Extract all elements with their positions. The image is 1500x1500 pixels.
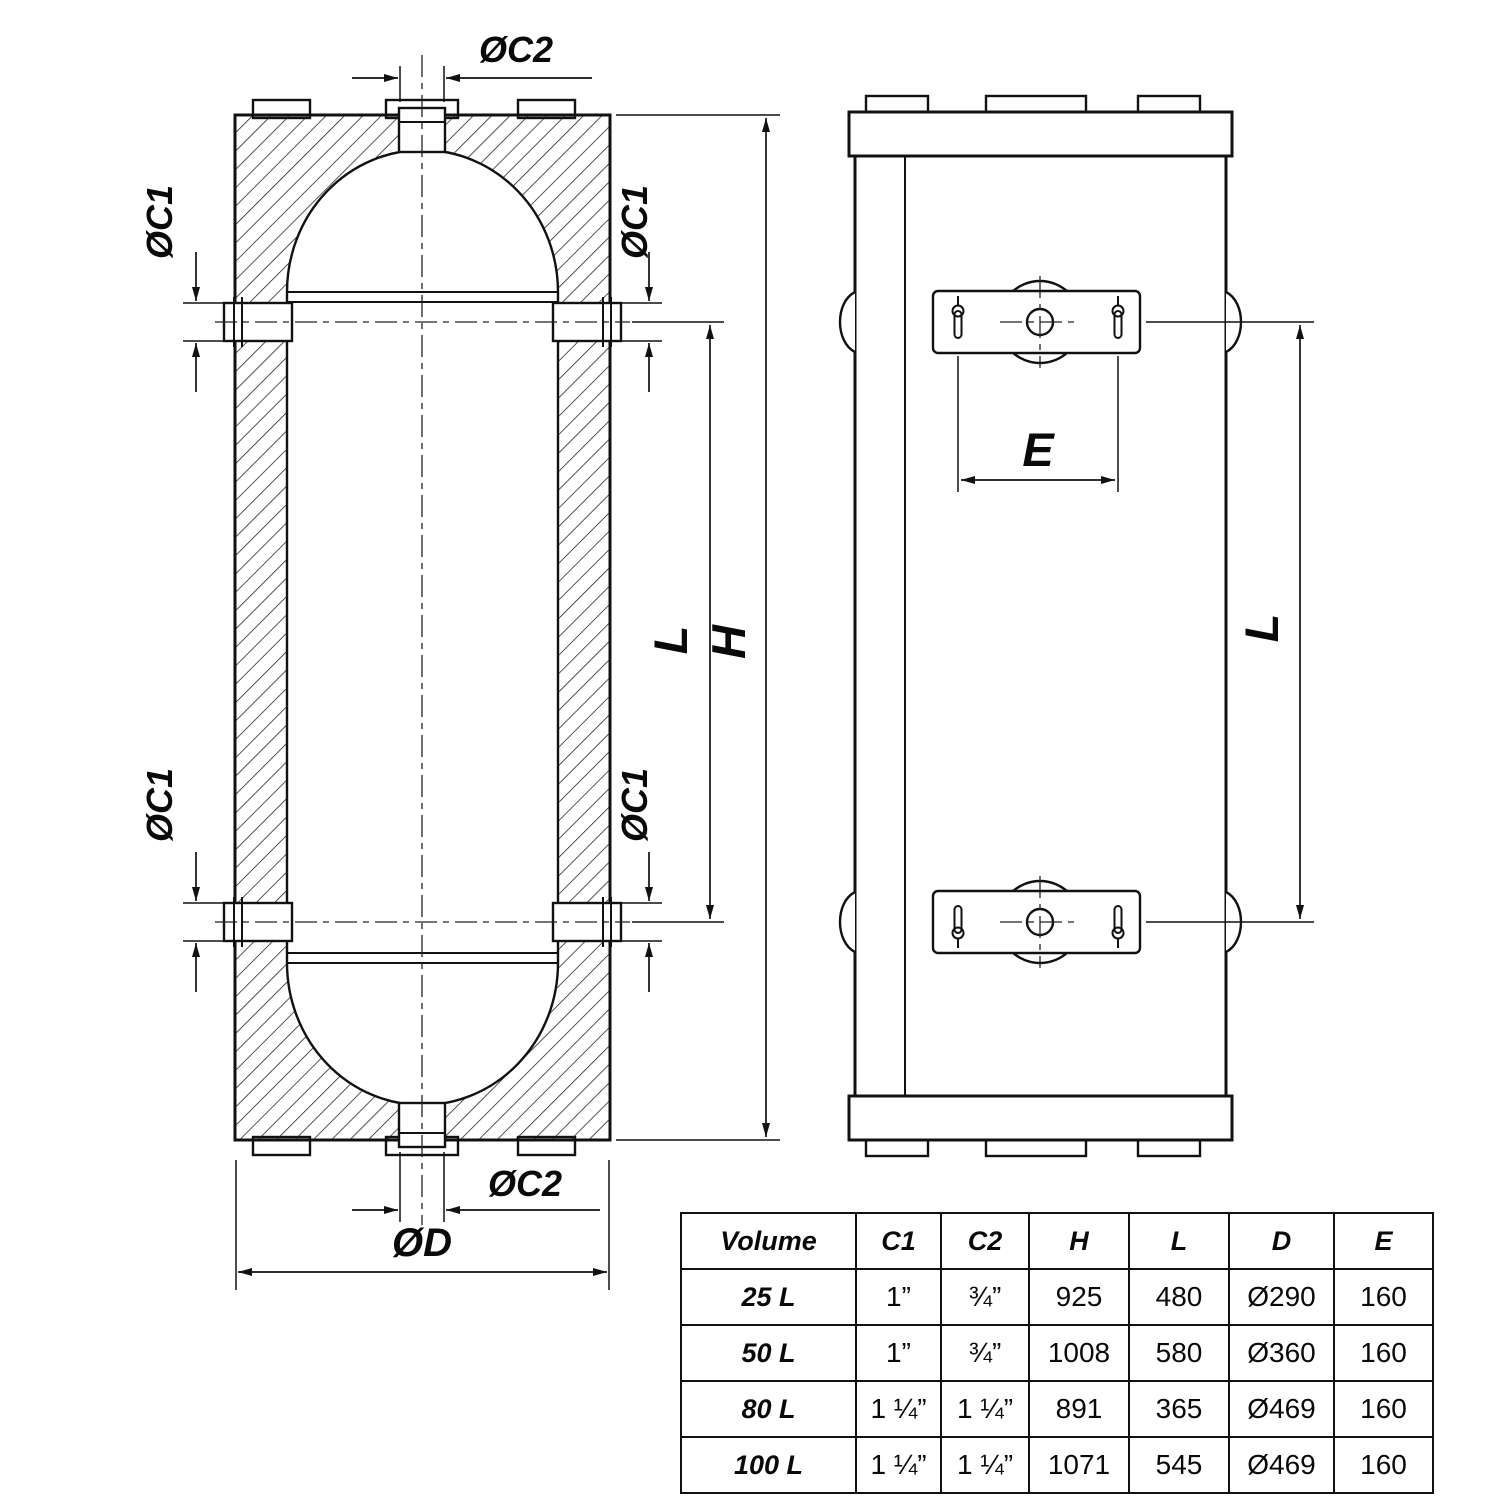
cell-c1: 1 ¼” bbox=[855, 1436, 942, 1494]
cell-d: Ø469 bbox=[1228, 1436, 1335, 1494]
cell-c2: ¾” bbox=[940, 1324, 1030, 1382]
label-c1-lower-right: ØC1 bbox=[614, 768, 655, 842]
dimension-c1-lower-right: ØC1 bbox=[614, 768, 662, 992]
upper-mounting-bracket bbox=[931, 276, 1142, 368]
dimension-h: H bbox=[616, 114, 780, 1141]
table-row: 50 L 1” ¾” 1008 580 Ø360 160 bbox=[680, 1324, 1434, 1382]
label-c2-top: ØC2 bbox=[479, 29, 553, 70]
table-row: 100 L 1 ¼” 1 ¼” 1071 545 Ø469 160 bbox=[680, 1436, 1434, 1494]
dimension-c1-upper-left: ØC1 bbox=[139, 185, 230, 392]
label-l-left: L bbox=[644, 626, 697, 655]
label-h: H bbox=[702, 624, 755, 659]
dimension-l-right-view: L bbox=[1146, 321, 1314, 923]
right-side-view bbox=[838, 94, 1243, 1158]
cell-d: Ø469 bbox=[1228, 1380, 1335, 1438]
cell-d: Ø360 bbox=[1228, 1324, 1335, 1382]
col-header-d: D bbox=[1228, 1212, 1335, 1270]
cell-h: 1071 bbox=[1028, 1436, 1130, 1494]
table-row: 80 L 1 ¼” 1 ¼” 891 365 Ø469 160 bbox=[680, 1380, 1434, 1438]
cell-l: 365 bbox=[1128, 1380, 1230, 1438]
cell-h: 891 bbox=[1028, 1380, 1130, 1438]
cell-volume: 50 L bbox=[680, 1324, 857, 1382]
left-section-view bbox=[215, 55, 630, 1225]
side-port-bump bbox=[838, 890, 856, 954]
col-header-volume: Volume bbox=[680, 1212, 857, 1270]
label-l-right: L bbox=[1235, 614, 1288, 643]
col-header-e: E bbox=[1333, 1212, 1434, 1270]
col-header-c2: C2 bbox=[940, 1212, 1030, 1270]
label-c1-upper-right: ØC1 bbox=[614, 185, 655, 259]
cell-c1: 1” bbox=[855, 1268, 942, 1326]
dimension-c2-top: ØC2 bbox=[352, 29, 592, 102]
cell-h: 1008 bbox=[1028, 1324, 1130, 1382]
label-c1-lower-left: ØC1 bbox=[139, 768, 180, 842]
cell-c2: ¾” bbox=[940, 1268, 1030, 1326]
cell-volume: 100 L bbox=[680, 1436, 857, 1494]
cell-volume: 80 L bbox=[680, 1380, 857, 1438]
label-d: ØD bbox=[392, 1221, 452, 1265]
cell-e: 160 bbox=[1333, 1268, 1434, 1326]
cell-l: 480 bbox=[1128, 1268, 1230, 1326]
cell-c2: 1 ¼” bbox=[940, 1380, 1030, 1438]
dimension-c2-bottom: ØC2 bbox=[352, 1152, 600, 1222]
side-port-bump bbox=[838, 290, 856, 354]
cell-e: 160 bbox=[1333, 1436, 1434, 1494]
bottom-cap bbox=[847, 1094, 1234, 1142]
col-header-h: H bbox=[1028, 1212, 1130, 1270]
dimension-e: E bbox=[957, 356, 1119, 492]
cell-c1: 1 ¼” bbox=[855, 1380, 942, 1438]
top-cap bbox=[847, 110, 1234, 158]
col-header-c1: C1 bbox=[855, 1212, 942, 1270]
cell-h: 925 bbox=[1028, 1268, 1130, 1326]
dimension-d: ØD bbox=[235, 1160, 610, 1290]
dimension-l-left-view: L bbox=[632, 321, 724, 923]
cell-c2: 1 ¼” bbox=[940, 1436, 1030, 1494]
dimension-c1-lower-left: ØC1 bbox=[139, 768, 230, 992]
cell-volume: 25 L bbox=[680, 1268, 857, 1326]
cell-d: Ø290 bbox=[1228, 1268, 1335, 1326]
cell-e: 160 bbox=[1333, 1380, 1434, 1438]
cell-l: 580 bbox=[1128, 1324, 1230, 1382]
tank-body bbox=[853, 110, 1228, 1142]
dimension-table: Volume C1 C2 H L D E 25 L 1” ¾” 925 480 … bbox=[680, 1212, 1434, 1494]
label-c2-bottom: ØC2 bbox=[488, 1163, 562, 1204]
label-e: E bbox=[1022, 423, 1055, 476]
lower-mounting-bracket bbox=[931, 876, 1142, 968]
cell-l: 545 bbox=[1128, 1436, 1230, 1494]
cell-c1: 1” bbox=[855, 1324, 942, 1382]
table-row: 25 L 1” ¾” 925 480 Ø290 160 bbox=[680, 1268, 1434, 1326]
label-c1-upper-left: ØC1 bbox=[139, 185, 180, 259]
table-header-row: Volume C1 C2 H L D E bbox=[680, 1212, 1434, 1270]
dimension-c1-upper-right: ØC1 bbox=[614, 185, 662, 392]
cell-e: 160 bbox=[1333, 1324, 1434, 1382]
col-header-l: L bbox=[1128, 1212, 1230, 1270]
